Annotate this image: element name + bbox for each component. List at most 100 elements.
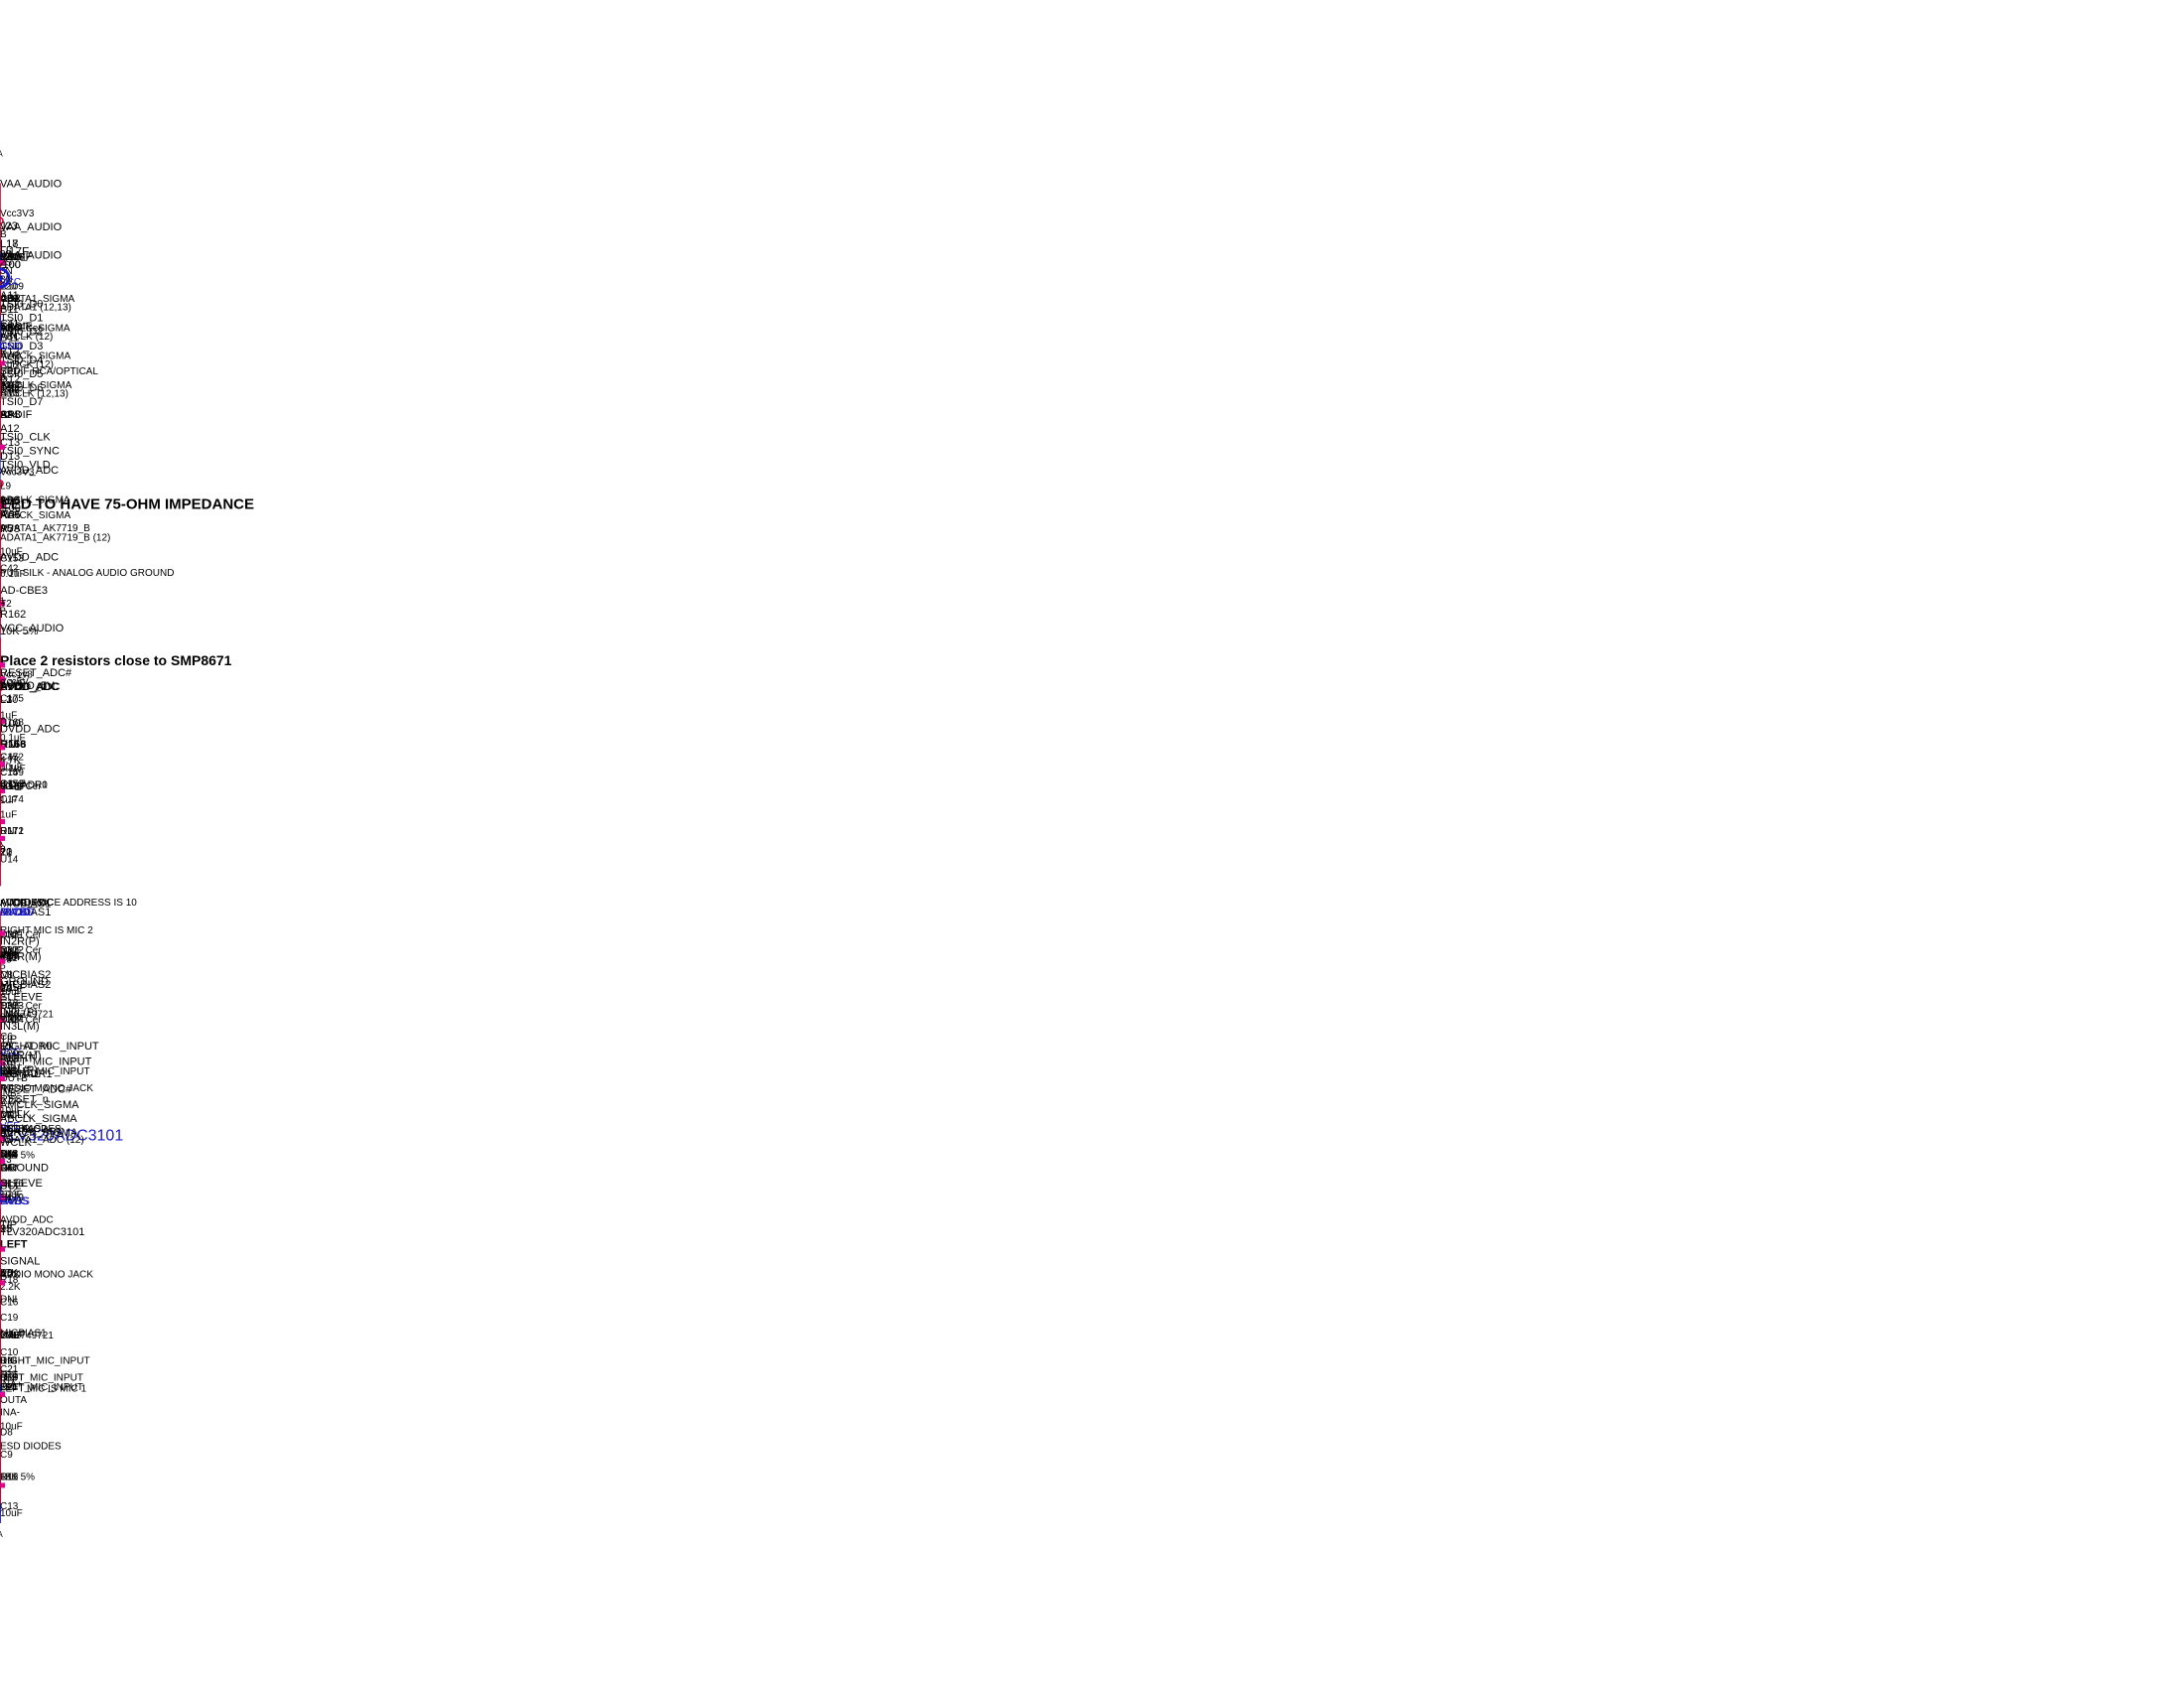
label: R78	[0, 523, 20, 535]
label: 4.7K	[0, 950, 21, 961]
u14-pin-name: SCL	[0, 1181, 21, 1193]
label: 1uF	[0, 710, 17, 721]
label: 0.1uF	[0, 252, 26, 263]
label: T4	[0, 983, 12, 994]
u14-pin-name: RESET_n	[0, 1093, 49, 1105]
label: C10	[0, 1347, 19, 1358]
label: 1uF	[0, 809, 17, 820]
label: C8	[0, 970, 13, 981]
label: GROUND	[0, 1162, 49, 1174]
power-port	[0, 680, 4, 689]
junction-dot	[0, 958, 5, 964]
test-point-label: TP	[0, 1160, 6, 1170]
cap-ref: C321	[0, 929, 24, 940]
label: R171	[0, 826, 24, 837]
label: 22	[0, 410, 12, 421]
label: 0.1uF	[0, 983, 26, 994]
label: 47K	[0, 950, 19, 961]
label: 10uF	[0, 1331, 23, 1341]
label: 10uF	[0, 1508, 23, 1519]
label: MICBIAS2	[0, 969, 51, 981]
label: C173	[0, 781, 24, 792]
u14-pin-name: PAD	[0, 1196, 22, 1207]
label: 10uF Cer	[0, 324, 42, 335]
i2c-res: R179	[0, 1193, 24, 1203]
label: OUTB	[0, 1073, 28, 1084]
label: C174	[0, 794, 24, 805]
label: C168	[0, 717, 24, 728]
label: 0.1uF	[0, 1012, 26, 1023]
u17-pin-number: B12	[0, 346, 20, 357]
label: 4.7K	[0, 755, 21, 766]
junction-dot	[0, 444, 5, 450]
junction-dot	[0, 1280, 5, 1286]
label: TP	[0, 606, 6, 616]
note-silk: PUT SILK - ANALOG AUDIO GROUND	[0, 568, 174, 579]
label: RIGHT MIC IS MIC 2	[0, 925, 93, 936]
label: SPDIF	[0, 251, 33, 263]
label: C153	[0, 554, 24, 565]
label: DNI	[0, 826, 17, 837]
u14-pin-name: AVDD	[0, 907, 30, 918]
label: INB-	[0, 1089, 20, 1100]
label: 18K 5%	[0, 1151, 35, 1162]
label: C159	[0, 768, 24, 778]
label: 10uF	[0, 1015, 23, 1026]
junction-dot	[0, 260, 5, 266]
label: T2	[0, 599, 12, 610]
junction-dot	[0, 788, 5, 794]
ferrite-value: 31@100	[0, 259, 21, 271]
label: 2S	[0, 249, 13, 260]
label: INA-	[0, 1408, 20, 1419]
u14-pin-name: IOVDD	[0, 907, 35, 918]
label: DNI	[0, 1295, 17, 1306]
u17-pin-number: AA1	[0, 379, 21, 391]
junction-dot	[0, 1246, 5, 1252]
label: AUDIO MONO JACK	[0, 1083, 93, 1094]
rca-jack	[0, 275, 3, 282]
u14-part: TLV320ADC3101	[0, 1226, 84, 1238]
label: C13	[0, 1501, 19, 1512]
u14-pin-number: 3	[0, 1127, 6, 1139]
label: R21	[0, 1382, 19, 1393]
label: 10uF	[0, 987, 23, 998]
label: VAA_AUDIO	[0, 179, 63, 191]
label: L3	[0, 694, 12, 706]
u17-pin-name: TSI0_D5	[0, 368, 43, 380]
u14-pin-number: 23	[0, 1223, 12, 1235]
u14-pin-name: IN1R(M)	[0, 1051, 42, 1062]
u14-pin-name: IN2L(P)	[0, 1007, 38, 1019]
u17-pin-number: AB5	[0, 495, 21, 507]
junction-dot	[0, 1017, 5, 1023]
u14-part-label: TLV320ADC3101	[0, 1127, 123, 1144]
label: ALRCK (12)	[0, 359, 54, 370]
label: C45	[0, 753, 19, 764]
label: R168	[0, 739, 26, 751]
u17-pin-number: C13	[0, 437, 20, 449]
i2c-res: R47	[0, 1163, 19, 1174]
u17-part: SMP8671AD-CBE3	[0, 585, 48, 597]
u14-pin-number: 20	[0, 983, 12, 995]
label: 0.1uF	[0, 569, 26, 580]
label: 0.1uF	[0, 764, 26, 774]
u17-pin-name: TSI0_VLD	[0, 459, 51, 471]
label: C7	[0, 1130, 13, 1141]
label: I2C_ADR0	[0, 1041, 53, 1053]
label: 47K	[0, 1268, 18, 1279]
label: C	[0, 322, 7, 333]
label: LEFT_MIC_INPUT	[0, 1382, 83, 1393]
label: D8	[0, 1427, 13, 1438]
label: DNI	[0, 1001, 17, 1012]
label: AVDD_ADC	[0, 551, 59, 563]
label: LEFT	[0, 1372, 24, 1383]
label: C14	[0, 768, 19, 778]
label: 0	[0, 523, 6, 534]
u14-pin-number: 9	[0, 1223, 6, 1235]
label: AVDD_ADC	[0, 465, 59, 477]
label: R20	[0, 1066, 19, 1077]
label: 100	[0, 1066, 17, 1077]
junction-dot	[0, 745, 5, 751]
u17-pin-number: C11	[0, 318, 19, 330]
test-point-label: TP	[0, 963, 6, 973]
label: ESD DIODES	[0, 1441, 62, 1452]
